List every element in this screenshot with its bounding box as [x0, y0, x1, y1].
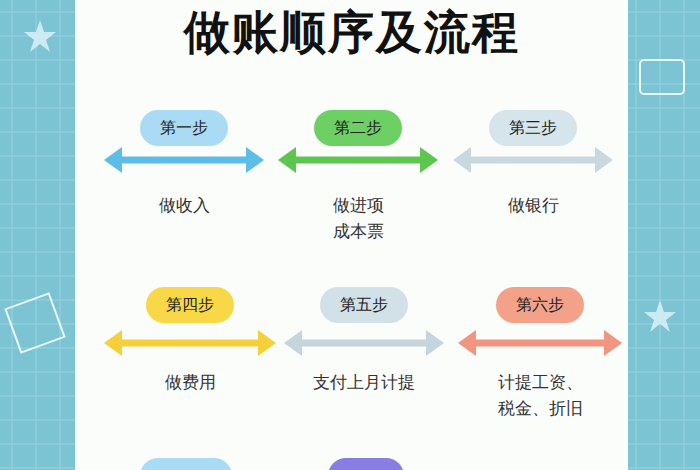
double-arrow [278, 147, 438, 173]
step-pill-partial [140, 458, 232, 470]
frame-decoration [640, 60, 684, 94]
double-arrow [104, 147, 264, 173]
step-pill: 第四步 [146, 287, 234, 323]
book-decoration [6, 294, 65, 353]
step-node: 第四步做费用 [105, 287, 275, 395]
double-arrow [284, 330, 444, 356]
star-decoration [644, 300, 676, 332]
step-pill: 第二步 [314, 110, 402, 146]
step-node: 第六步计提工资、 税金、折旧 [455, 287, 625, 421]
step-description: 做收入 [124, 192, 244, 218]
step-node: 第一步做收入 [99, 110, 269, 218]
step-description: 支付上月计提 [294, 369, 434, 395]
page-title: 做账顺序及流程 [75, 2, 628, 64]
double-arrow [458, 330, 622, 356]
step-description: 计提工资、 税金、折旧 [490, 369, 590, 421]
step-description: 做进项 成本票 [323, 192, 393, 244]
step-pill: 第六步 [496, 287, 584, 323]
step-description: 做费用 [130, 369, 250, 395]
step-description: 做银行 [473, 192, 593, 218]
double-arrow [453, 147, 613, 173]
step-pill: 第三步 [489, 110, 577, 146]
step-node: 第三步做银行 [448, 110, 618, 218]
step-node: 第二步做进项 成本票 [273, 110, 443, 244]
double-arrow [104, 330, 276, 356]
step-pill: 第五步 [320, 287, 408, 323]
step-pill-partial [328, 458, 404, 470]
step-pill: 第一步 [140, 110, 228, 146]
step-node: 第五步支付上月计提 [279, 287, 449, 395]
star-decoration [24, 20, 56, 52]
content-card [75, 0, 628, 470]
